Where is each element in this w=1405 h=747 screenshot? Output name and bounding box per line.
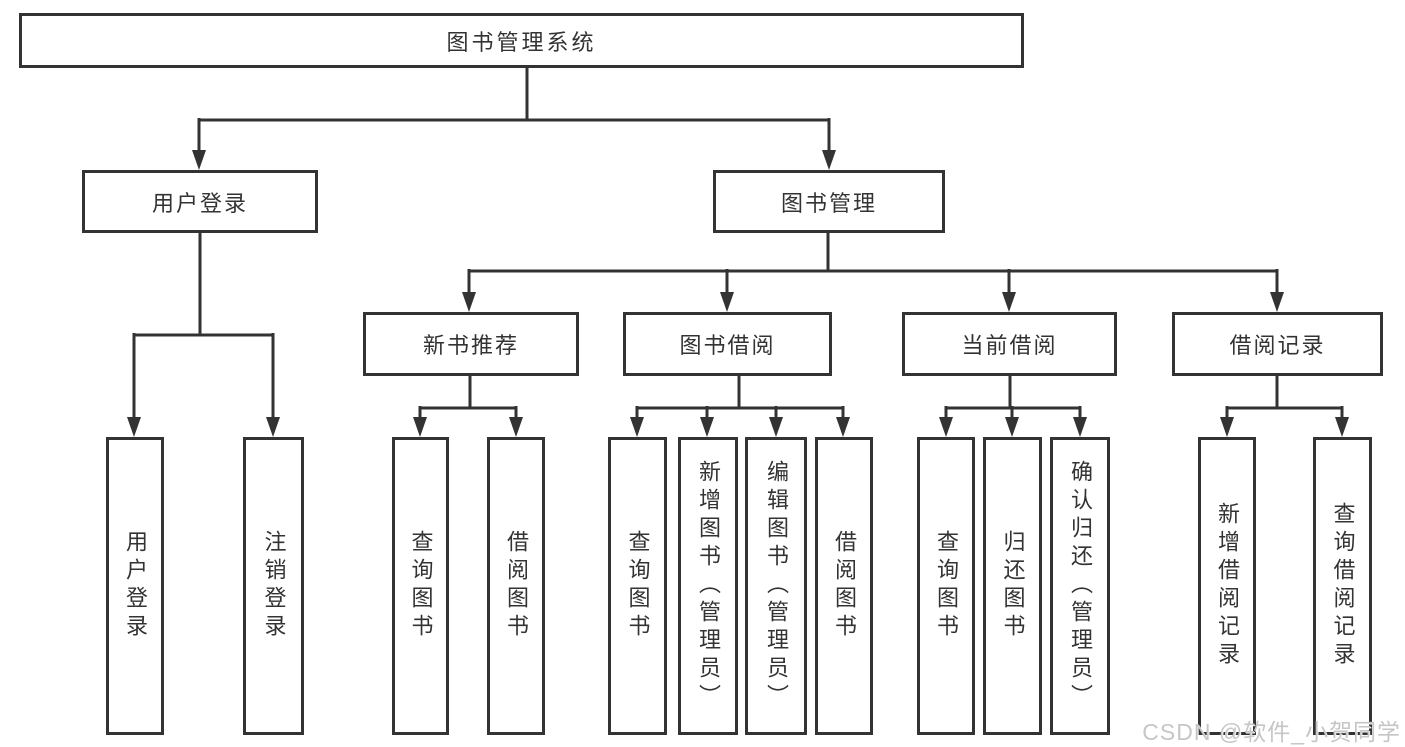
leaf-add-borrow-record: 新增借阅记录 xyxy=(1198,437,1256,735)
leaf-label: 新增图书（管理员） xyxy=(696,460,721,712)
leaf-edit-books-admin: 编辑图书（管理员） xyxy=(745,437,807,735)
leaf-query-books: 查询图书 xyxy=(917,437,975,735)
node-current-borrowing: 当前借阅 xyxy=(902,312,1117,376)
node-new-book-recommendation: 新书推荐 xyxy=(363,312,579,376)
leaf-add-books-admin: 新增图书（管理员） xyxy=(678,437,738,735)
node-label: 图书管理 xyxy=(780,190,877,216)
leaf-label: 查询图书 xyxy=(408,530,434,642)
node-label: 新书推荐 xyxy=(422,333,519,358)
leaf-borrow-books: 借阅图书 xyxy=(487,437,545,735)
leaf-label: 新增借阅记录 xyxy=(1215,502,1240,670)
leaf-label: 编辑图书（管理员） xyxy=(764,460,789,712)
leaf-label: 查询借阅记录 xyxy=(1330,502,1356,670)
node-book-borrowing: 图书借阅 xyxy=(623,312,832,376)
leaf-label: 借阅图书 xyxy=(832,530,857,642)
leaf-label: 注销登录 xyxy=(261,530,287,642)
leaf-label: 查询图书 xyxy=(934,530,959,642)
leaf-label: 借阅图书 xyxy=(504,530,529,642)
csdn-watermark: CSDN @软件_小贺同学 xyxy=(1142,719,1401,745)
leaf-confirm-return-admin: 确认归还（管理员） xyxy=(1050,437,1110,735)
leaf-query-books: 查询图书 xyxy=(392,437,449,735)
leaf-query-borrow-record: 查询借阅记录 xyxy=(1313,437,1372,735)
leaf-label: 确认归还（管理员） xyxy=(1068,460,1093,712)
node-label: 用户登录 xyxy=(151,190,248,216)
leaf-user-login: 用户登录 xyxy=(106,437,164,735)
leaf-label: 查询图书 xyxy=(625,530,651,642)
leaf-query-books: 查询图书 xyxy=(608,437,667,735)
node-library-management-system: 图书管理系统 xyxy=(19,13,1024,68)
node-label: 图书借阅 xyxy=(679,333,776,358)
node-book-management: 图书管理 xyxy=(713,170,945,233)
leaf-borrow-books: 借阅图书 xyxy=(815,437,873,735)
leaf-label: 用户登录 xyxy=(123,530,148,642)
node-label: 图书管理系统 xyxy=(446,29,597,55)
node-borrowing-records: 借阅记录 xyxy=(1172,312,1383,376)
node-user-login: 用户登录 xyxy=(82,170,318,233)
leaf-logout: 注销登录 xyxy=(243,437,304,735)
node-label: 借阅记录 xyxy=(1229,333,1326,358)
leaf-label: 归还图书 xyxy=(1000,530,1026,642)
node-label: 当前借阅 xyxy=(961,333,1058,358)
leaf-return-books: 归还图书 xyxy=(983,437,1042,735)
